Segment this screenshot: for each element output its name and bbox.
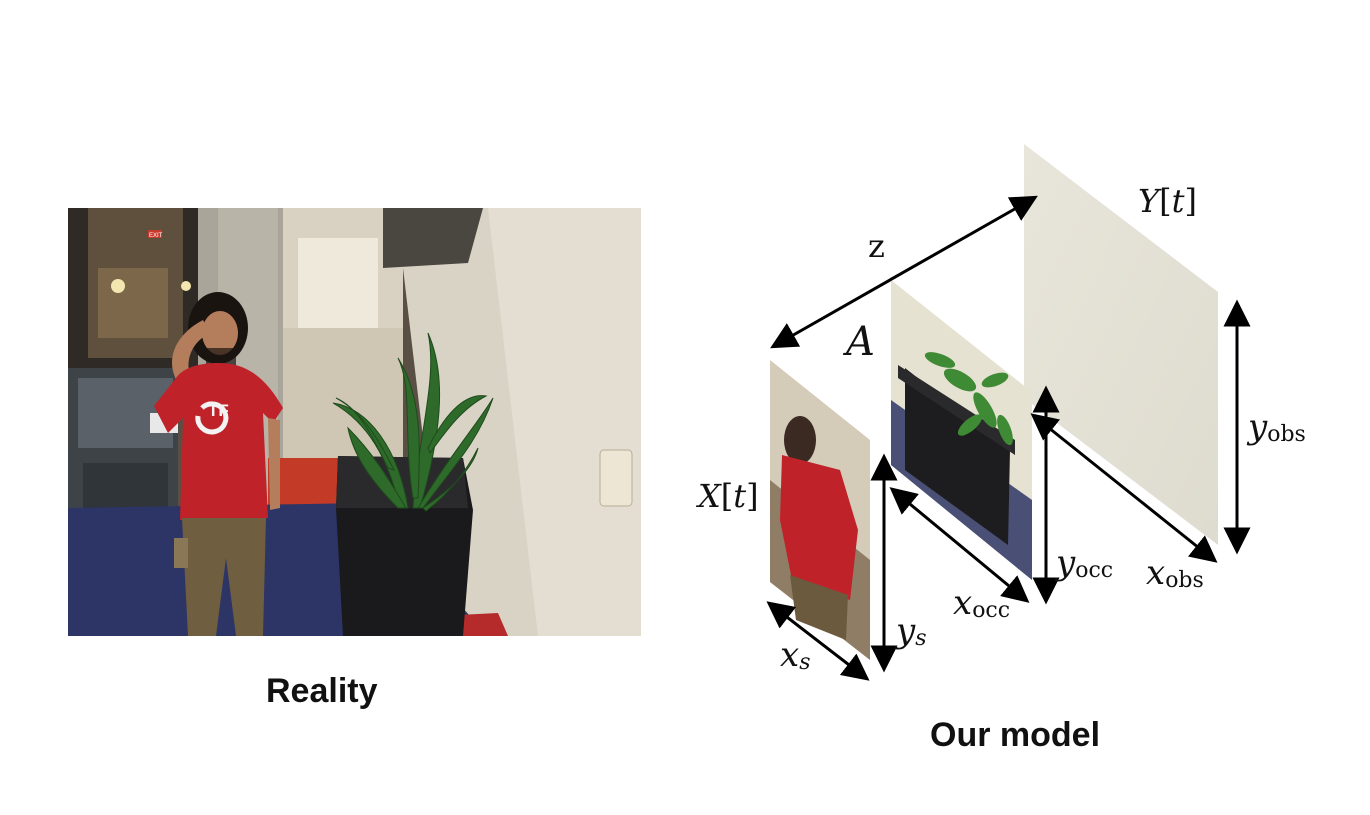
x-obs-arrow — [1030, 413, 1218, 563]
exit-sign-text: EXIT — [149, 233, 163, 239]
occluder-plane — [891, 280, 1032, 580]
x-obs-label: xobs — [1146, 553, 1204, 593]
x-occ-label: xocc — [953, 583, 1010, 623]
y-occ-label: yocc — [1054, 543, 1113, 583]
scene-plane — [770, 360, 870, 660]
x-s-label: xs — [780, 635, 810, 675]
model-caption: Our model — [930, 716, 1101, 754]
A-label: A — [842, 319, 875, 365]
reality-caption: Reality — [266, 672, 378, 710]
reality-photo: EXIT — [68, 208, 641, 636]
Y-t-label: Y[t] — [1138, 182, 1197, 220]
y-s-label: ys — [894, 611, 927, 651]
x-occ-arrow — [889, 487, 1030, 603]
shirt-text: TF — [208, 401, 229, 420]
z-arrow — [770, 195, 1038, 349]
y-obs-label: yobs — [1246, 407, 1306, 447]
X-t-label: X[t] — [695, 477, 759, 515]
x-s-arrow — [766, 601, 870, 681]
z-label: z — [868, 227, 885, 265]
